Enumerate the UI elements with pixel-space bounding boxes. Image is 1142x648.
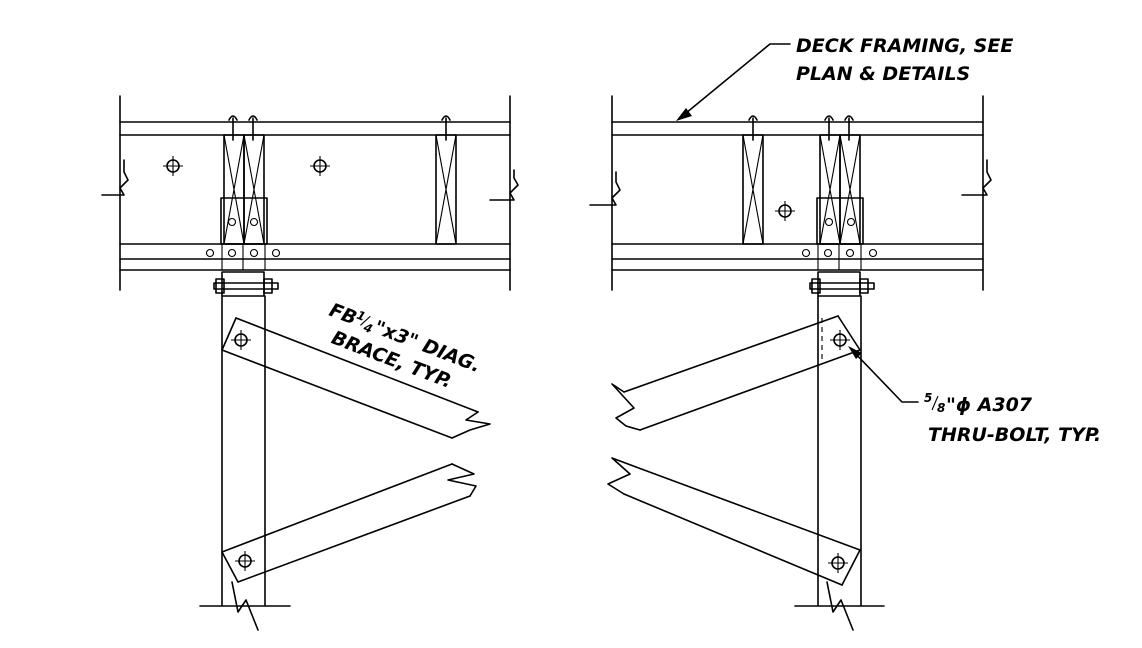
bolt-callout: 5 8 "ϕ A307 THRU-BOLT, TYP.	[924, 391, 1101, 446]
right-detail: 5 8 "ϕ A307 THRU-BOLT, TYP. DECK FRAMING…	[589, 35, 1101, 631]
deck-note-line2: PLAN & DETAILS	[796, 63, 970, 85]
web-hole-icon	[775, 201, 795, 221]
right-deck-framing	[589, 95, 992, 291]
left-upper-brace	[221, 317, 491, 439]
deck-framing-callout: DECK FRAMING, SEE PLAN & DETAILS	[796, 35, 1013, 85]
brace-bolt-icon	[231, 330, 251, 350]
brace-bolt-icon	[828, 553, 848, 573]
brace-bolt-icon	[830, 330, 850, 350]
web-hole-icon	[163, 156, 183, 176]
left-lower-brace	[221, 463, 477, 583]
bolt-fraction-numerator: 5	[924, 391, 932, 405]
deck-leader-arrow	[676, 43, 791, 121]
bolt-fraction-denominator: 8	[937, 401, 945, 415]
right-upper-brace	[611, 315, 861, 431]
bolt-typ-text: THRU-BOLT, TYP.	[928, 424, 1101, 446]
left-detail: FB 1 4 "x3" DIAG. BRACE, TYP.	[101, 95, 519, 631]
bolt-size-text: "ϕ A307	[946, 394, 1033, 416]
right-lower-brace	[607, 457, 861, 586]
web-hole-icon	[310, 156, 330, 176]
brace-callout: FB 1 4 "x3" DIAG. BRACE, TYP.	[326, 299, 483, 393]
left-thru-bolt-icon	[213, 271, 279, 297]
left-deck-framing	[101, 95, 519, 291]
brace-fb-text: FB	[326, 299, 360, 329]
bolt-leader-arrow	[848, 346, 919, 403]
right-thru-bolt-icon	[809, 271, 875, 297]
svg-text:FB: FB	[326, 299, 360, 329]
right-column	[794, 295, 885, 631]
deck-note-line1: DECK FRAMING, SEE	[796, 35, 1013, 57]
brace-bolt-icon	[235, 551, 255, 571]
